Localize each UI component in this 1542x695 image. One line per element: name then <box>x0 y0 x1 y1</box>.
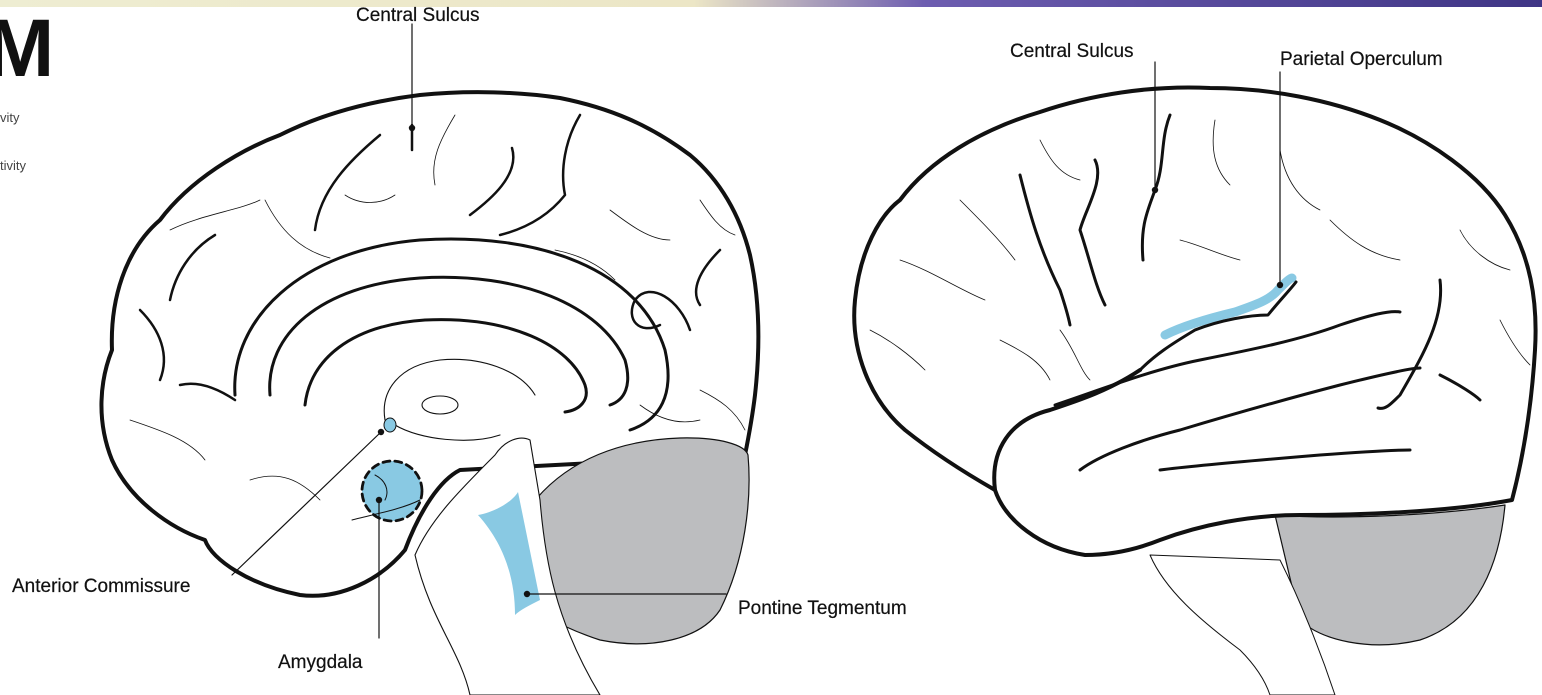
medial-cerebellum <box>535 438 749 644</box>
amygdala-region <box>362 461 422 521</box>
label-medial-central-sulcus: Central Sulcus <box>356 5 480 27</box>
lateral-brain-view <box>854 62 1535 695</box>
medial-brain-view <box>101 24 758 695</box>
label-pontine-tegmentum: Pontine Tegmentum <box>738 598 907 620</box>
label-lateral-central-sulcus: Central Sulcus <box>1010 41 1134 63</box>
anterior-commissure-region <box>384 418 396 432</box>
label-anterior-commissure: Anterior Commissure <box>12 576 190 598</box>
label-parietal-operculum: Parietal Operculum <box>1280 49 1443 71</box>
label-amygdala: Amygdala <box>278 652 363 674</box>
lateral-cerebellum <box>1275 505 1505 645</box>
